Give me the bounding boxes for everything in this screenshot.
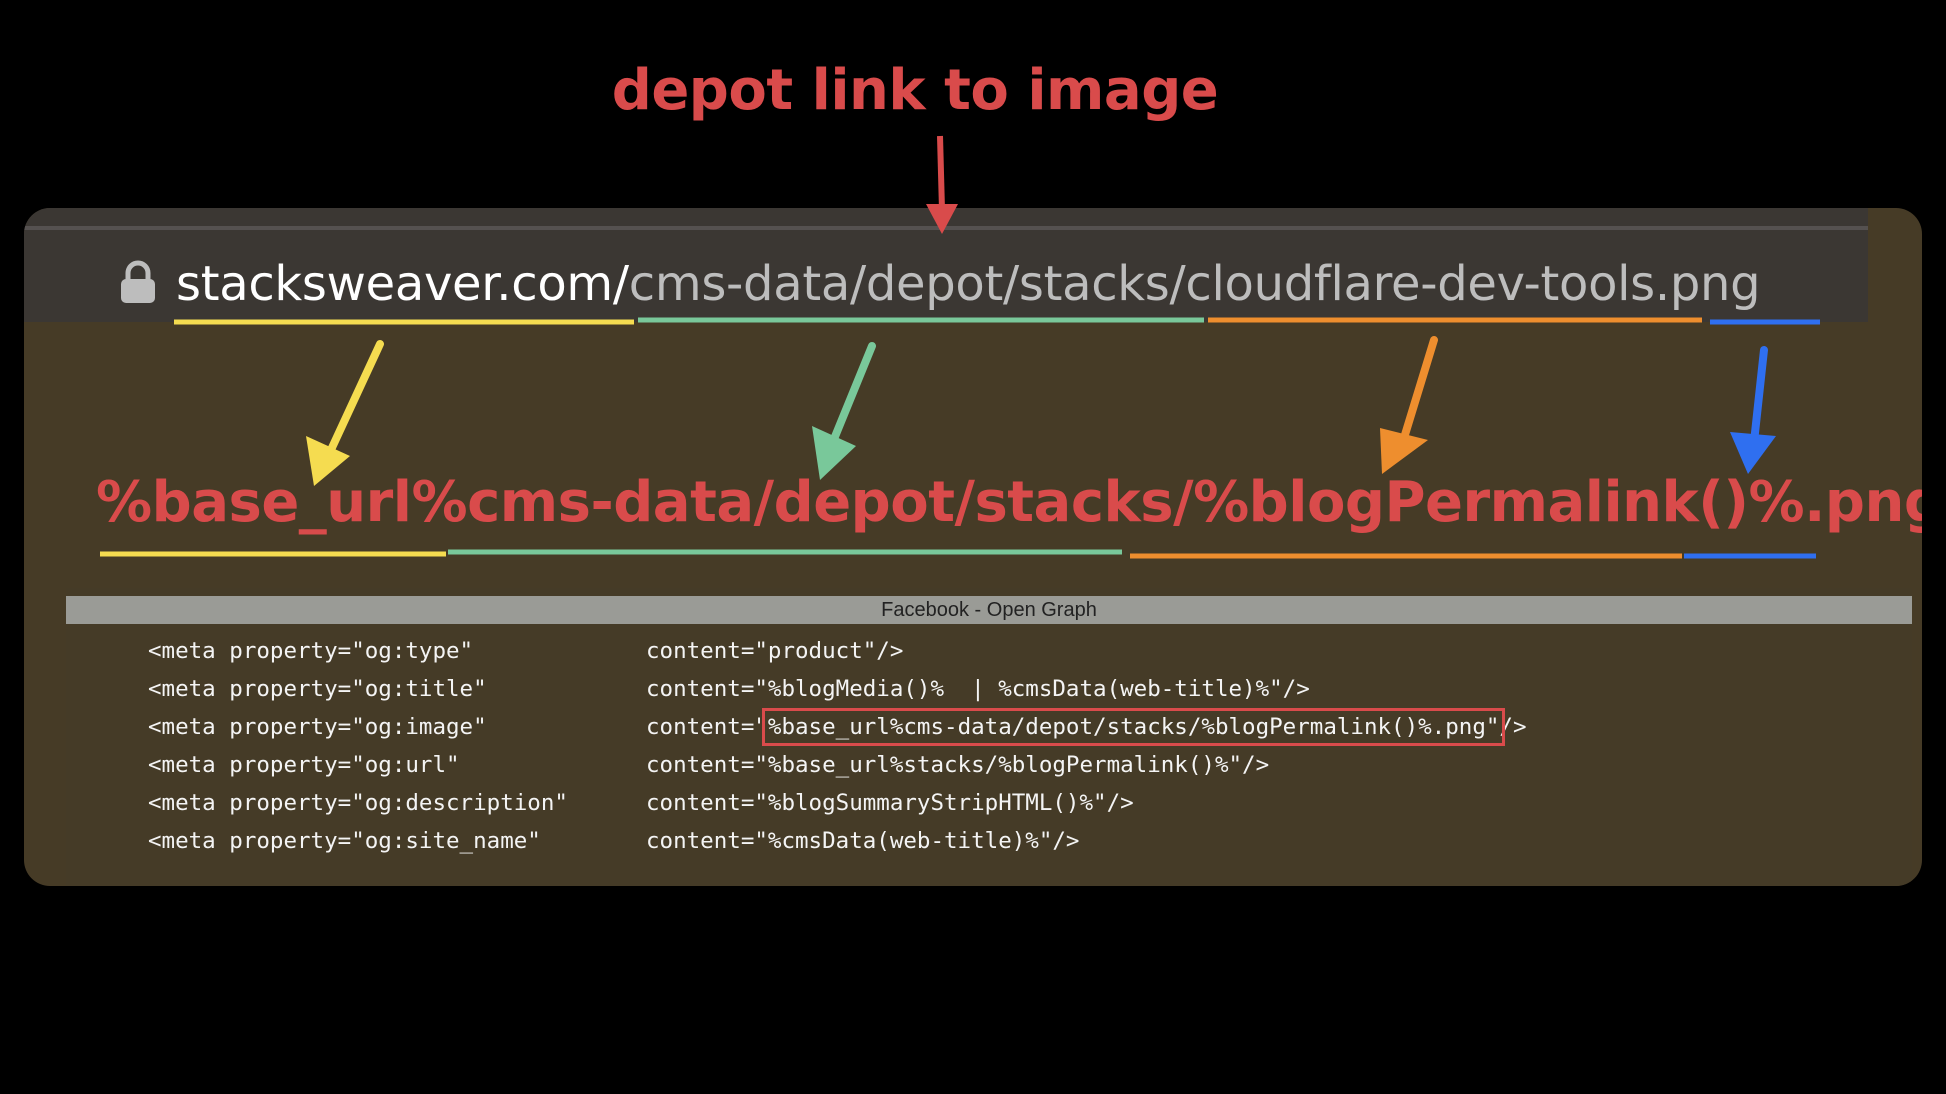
code-row: <meta property="og:type" content="product… [148,638,903,664]
meta-content-end: /> [1499,714,1527,740]
annotation-title: depot link to image [611,58,1219,123]
meta-content: content="%cmsData(web-title)%"/> [646,828,1080,854]
template-path: cms-data/depot/stacks/ [467,470,1194,535]
meta-property: <meta property="og:description" [148,790,568,816]
address-bar[interactable]: stacksweaver.com/cms-data/depot/stacks/c… [24,208,1868,322]
highlighted-image-path: %base_url%cms-data/depot/stacks/%blogPer… [761,708,1506,746]
screenshot-panel: stacksweaver.com/cms-data/depot/stacks/c… [24,208,1922,886]
meta-property: <meta property="og:site_name" [148,828,541,854]
meta-property: <meta property="og:title" [148,676,487,702]
url-template: %base_url%cms-data/depot/stacks/%blogPer… [96,470,1922,535]
url-host: stacksweaver.com/ [176,256,629,312]
lock-icon [121,260,155,303]
url-file: cloudflare-dev-tools [1185,256,1655,312]
code-row: <meta property="og:image" content="%base_… [148,708,1527,746]
meta-content: content="product"/> [646,638,904,664]
tab-strip-divider [24,226,1868,230]
meta-property: <meta property="og:type" [148,638,474,664]
meta-content: content="%blogMedia()% | %cmsData(web-ti… [646,676,1310,702]
meta-property: <meta property="og:url" [148,752,460,778]
code-panel-header: Facebook - Open Graph [66,596,1912,624]
code-row: <meta property="og:site_name" content="%c… [148,828,1079,854]
meta-content: content="%base_url%stacks/%blogPermalink… [646,752,1270,778]
code-row: <meta property="og:description" content="… [148,790,1134,816]
code-row: <meta property="og:title" content="%blogM… [148,676,1310,702]
meta-property: <meta property="og:image" [148,714,487,740]
meta-content: content=" [646,714,768,740]
template-base-url: %base_url% [96,470,468,535]
meta-content: content="%blogSummaryStripHTML()%"/> [646,790,1134,816]
code-row: <meta property="og:url" content="%base_ur… [148,752,1269,778]
template-ext: .png [1804,470,1922,535]
url-ext: .png [1654,256,1761,312]
template-permalink: %blogPermalink()% [1193,470,1805,535]
url-text[interactable]: stacksweaver.com/cms-data/depot/stacks/c… [176,256,1761,312]
code-panel: Facebook - Open Graph <meta property="og… [66,588,1912,886]
url-path: cms-data/depot/stacks/ [628,256,1186,312]
